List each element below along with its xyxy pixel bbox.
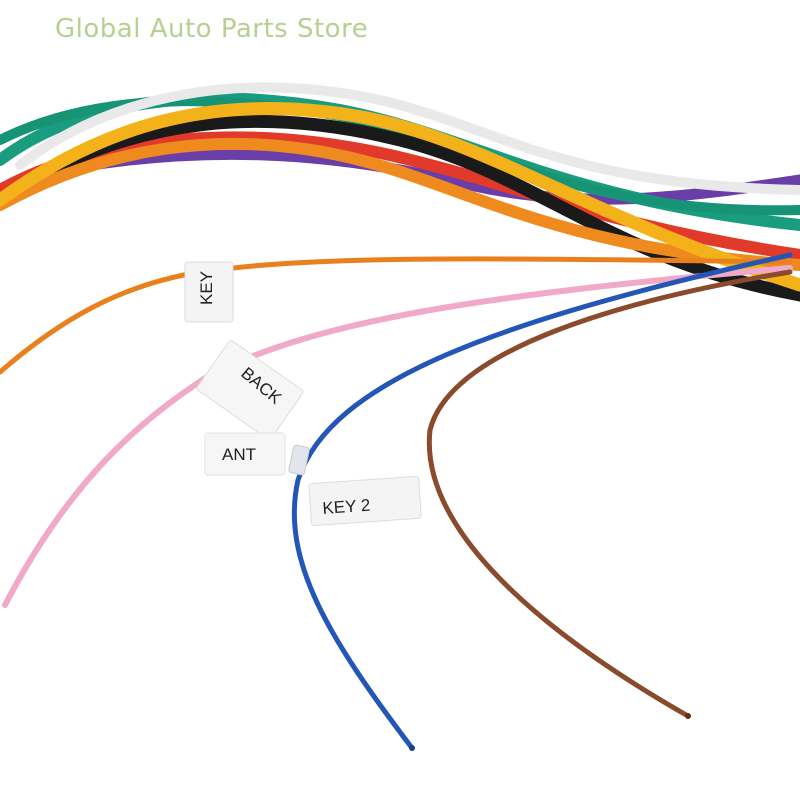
blue-wire-tip bbox=[409, 745, 415, 751]
yellow-wire bbox=[0, 101, 800, 292]
tag-key: KEY bbox=[184, 261, 234, 323]
tag-ant: ANT bbox=[204, 432, 286, 476]
pink-back-wire bbox=[2, 265, 793, 608]
tag-key2-text: KEY 2 bbox=[322, 496, 371, 518]
brown-wire-tip bbox=[685, 713, 691, 719]
tag-key2: KEY 2 bbox=[308, 475, 422, 527]
brown-wire bbox=[426, 269, 793, 719]
store-watermark: Global Auto Parts Store bbox=[55, 14, 369, 44]
blue-key2-wire bbox=[291, 252, 793, 751]
purple-wire bbox=[54, 148, 800, 205]
white-wire bbox=[15, 82, 800, 195]
tag-back: BACK bbox=[196, 340, 304, 440]
orange-key-wire bbox=[0, 256, 793, 375]
tag-ant-text: ANT bbox=[222, 445, 256, 464]
tag-key-text: KEY bbox=[197, 271, 216, 305]
orange-wire-top bbox=[0, 137, 800, 271]
wire-bundle bbox=[0, 82, 800, 302]
sleeve-ring bbox=[288, 444, 310, 476]
